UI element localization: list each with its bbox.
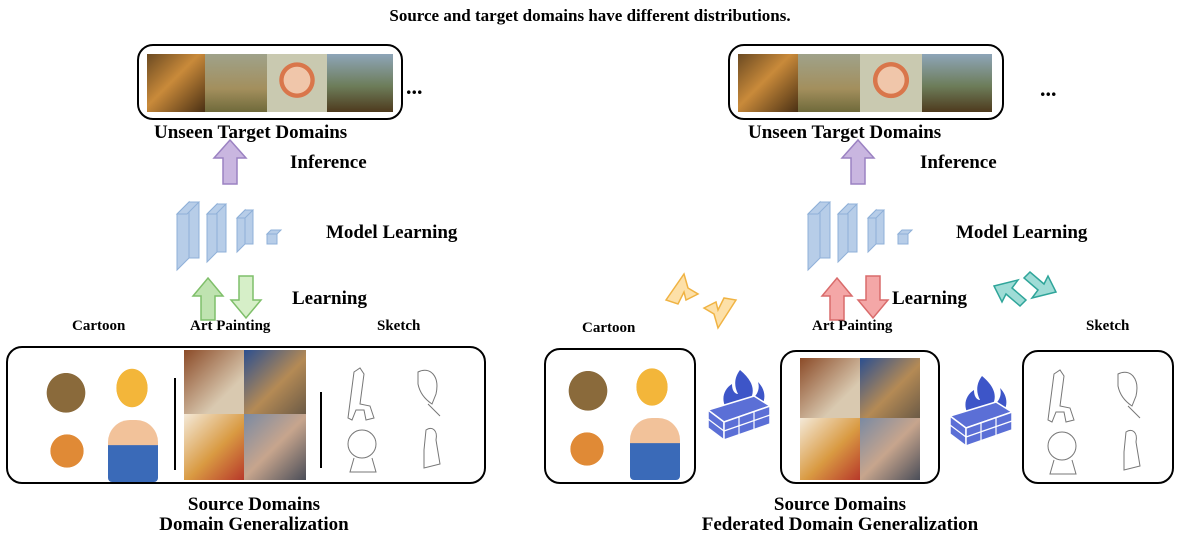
left-ellipsis: ...	[406, 74, 423, 99]
client-box-cartoon	[544, 348, 696, 484]
right-label-sketch: Sketch	[1086, 318, 1130, 334]
cartoon-horse	[558, 360, 618, 416]
person-photo	[267, 54, 327, 112]
cartoon-horse	[36, 362, 96, 418]
right-learning-label: Learning	[892, 288, 967, 309]
left-label-sketch: Sketch	[377, 318, 421, 334]
cartoon-dog	[558, 420, 616, 478]
firewall-icon	[706, 370, 772, 442]
cartoon-exchange-arrows	[664, 272, 738, 330]
sketch-drawings	[347, 367, 441, 473]
painting-dog	[244, 350, 306, 414]
person-photo	[860, 54, 922, 112]
right-caption-line2: Federated Domain Generalization	[701, 514, 979, 535]
left-inference-label: Inference	[290, 152, 367, 173]
right-inference-arrow	[840, 138, 876, 185]
dog-photo	[147, 54, 205, 112]
right-model-label: Model Learning	[956, 222, 1088, 243]
painting-giraffe	[184, 414, 244, 480]
horse-photo	[327, 54, 393, 112]
sketch-exchange-arrows	[992, 270, 1058, 308]
painting-dog	[860, 358, 920, 418]
right-target-label: Unseen Target Domains	[748, 122, 942, 143]
painting-horse	[184, 350, 244, 414]
left-label-art-painting: Art Painting	[190, 318, 271, 334]
client-box-sketch	[1022, 350, 1174, 484]
firewall-icon	[948, 376, 1014, 448]
right-target-domains-box	[728, 44, 1004, 120]
client-box-art-painting	[780, 350, 940, 484]
painting-person	[860, 418, 920, 480]
sketch-drawings	[1047, 369, 1141, 475]
left-target-domains-box	[137, 44, 403, 120]
left-target-label: Unseen Target Domains	[154, 122, 348, 143]
painting-giraffe	[800, 418, 860, 480]
left-learning-down-arrow	[229, 275, 263, 320]
cartoon-giraffe	[626, 356, 678, 418]
left-label-cartoon: Cartoon	[72, 318, 126, 334]
cartoon-giraffe	[106, 356, 158, 420]
giraffe-photo	[798, 54, 860, 112]
left-divider-2	[320, 392, 322, 468]
cartoon-person	[108, 420, 158, 482]
dog-photo	[738, 54, 798, 112]
left-learning-label: Learning	[292, 288, 367, 309]
figure-title: Source and target domains have different…	[389, 6, 791, 25]
right-model-icon	[806, 200, 914, 272]
left-model-icon	[175, 200, 283, 272]
right-inference-label: Inference	[920, 152, 997, 173]
horse-photo	[922, 54, 992, 112]
giraffe-photo	[205, 54, 267, 112]
painting-horse	[800, 358, 860, 418]
right-label-cartoon: Cartoon	[582, 320, 636, 336]
right-label-art-painting: Art Painting	[812, 318, 893, 334]
left-inference-arrow	[212, 138, 248, 185]
left-learning-up-arrow	[191, 276, 225, 321]
left-model-label: Model Learning	[326, 222, 458, 243]
right-learning-down-arrow	[856, 275, 890, 320]
left-source-domains-box	[6, 346, 486, 484]
left-divider-1	[174, 378, 176, 470]
right-learning-up-arrow	[820, 276, 854, 321]
cartoon-person	[630, 418, 680, 480]
right-ellipsis: ...	[1040, 76, 1057, 101]
right-caption-line1: Source Domains	[773, 494, 907, 515]
left-caption-line2: Domain Generalization	[159, 514, 349, 535]
painting-person	[244, 414, 306, 480]
left-caption-line1: Source Domains	[187, 494, 321, 515]
cartoon-dog	[38, 422, 96, 480]
